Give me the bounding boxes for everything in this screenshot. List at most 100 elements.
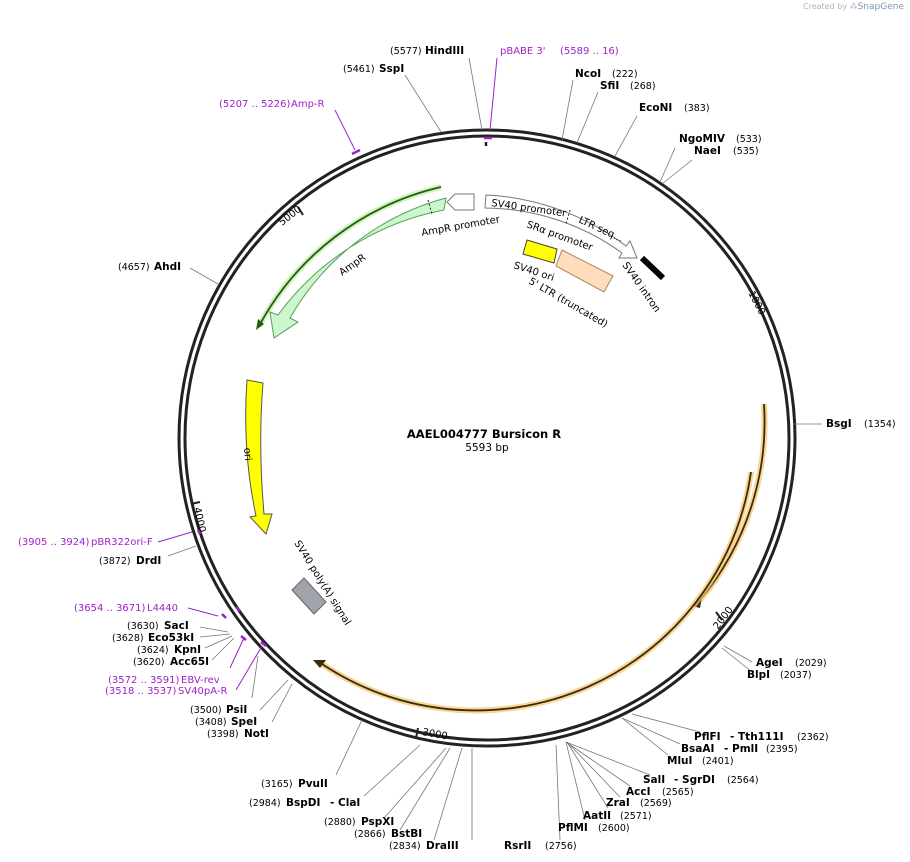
ticks: 1000 2000 3000 4000 5000 <box>190 204 767 742</box>
enzyme-pos: (383) <box>684 103 710 114</box>
primer-pos: (3572 .. 3591) <box>108 675 180 686</box>
plasmid-name: AAEL004777 Bursicon R <box>407 427 561 441</box>
ampr-promoter-label: AmpR promoter <box>421 214 502 239</box>
enzyme-pos: (2029) <box>795 658 827 669</box>
enzyme-pos: (2571) <box>620 811 652 822</box>
ltr-truncated-feature <box>555 249 614 293</box>
enzyme-pos: (1354) <box>864 419 896 430</box>
enzyme-name: BspDI <box>286 797 320 809</box>
enzyme-name: NcoI <box>575 68 601 80</box>
ori-feature <box>245 379 273 535</box>
sv40-polya-feature <box>291 577 327 615</box>
primer-pos: (5589 .. 16) <box>560 46 619 57</box>
enzyme-name: Eco53kI <box>148 632 194 644</box>
backbone-inner <box>183 134 791 742</box>
enzyme-pos: (3872) <box>99 556 131 567</box>
primer-pos: (3905 .. 3924) <box>18 537 90 548</box>
enzyme-pos: (3624) <box>137 645 169 656</box>
plasmid-length: 5593 bp <box>465 442 509 454</box>
enzyme-pos: (2600) <box>598 823 630 834</box>
ampr-label: AmpR <box>337 252 368 278</box>
primer-leaders <box>157 57 498 691</box>
enzyme-pos: (5577) <box>390 46 422 57</box>
enzyme-name: KpnI <box>174 644 201 656</box>
primer-pos: (3518 .. 3537) <box>105 686 177 697</box>
enzyme-name: SspI <box>379 63 404 75</box>
backbone-outer <box>177 128 797 748</box>
enzyme-name: BsgI <box>826 418 852 430</box>
primer-name: pBABE 3' <box>500 46 546 57</box>
primer-name: SV40pA-R <box>178 686 227 697</box>
enzyme-pos: (222) <box>612 69 638 80</box>
enzyme-name: Acc65I <box>170 656 209 668</box>
enzyme-name: PflFI <box>694 731 721 743</box>
insert-arcs <box>313 403 768 714</box>
enzyme-pos: (3620) <box>133 657 165 668</box>
enzyme-alt-name: - Tth111I <box>730 731 784 743</box>
primer-name: Amp-R <box>291 99 325 110</box>
enzyme-name: NgoMIV <box>679 133 726 145</box>
primer-labels: pBABE 3' (5589 .. 16) (5207 .. 5226) Amp… <box>18 46 619 697</box>
enzyme-pos: (2362) <box>797 732 829 743</box>
enzyme-name: PvuII <box>298 778 328 790</box>
enzyme-name: EcoNI <box>639 102 672 114</box>
enzyme-pos: (3630) <box>127 621 159 632</box>
enzyme-name: BlpI <box>747 669 770 681</box>
enzyme-leaders <box>167 57 822 841</box>
snapgene-watermark: Created by ⁂SnapGene <box>803 2 904 12</box>
enzyme-pos: (2395) <box>766 744 798 755</box>
enzyme-name: SfiI <box>600 80 619 92</box>
enzyme-pos: (268) <box>630 81 656 92</box>
enzyme-name: BstBI <box>391 828 422 840</box>
enzyme-pos: (2984) <box>249 798 281 809</box>
enzyme-name: AccI <box>626 786 650 798</box>
enzyme-alt-name: - ClaI <box>330 797 360 809</box>
enzyme-pos: (533) <box>736 134 762 145</box>
enzyme-alt-name: - PmlI <box>724 743 758 755</box>
enzyme-name: NotI <box>244 728 269 740</box>
enzyme-name: NaeI <box>694 145 721 157</box>
sv40-ori-feature <box>522 239 558 264</box>
enzyme-labels: (5577) HindIII (5461) SspI NcoI (222) Sf… <box>99 45 896 852</box>
snapgene-logo-icon: ⁂ <box>849 2 858 11</box>
enzyme-name: AatII <box>583 810 611 822</box>
primer-pos: (5207 .. 5226) <box>219 99 291 110</box>
tick-3000: 3000 <box>421 727 448 742</box>
enzyme-name: PsiI <box>226 704 247 716</box>
primer-name: EBV-rev <box>181 675 220 686</box>
enzyme-pos: (5461) <box>343 64 375 75</box>
enzyme-pos: (2401) <box>702 756 734 767</box>
enzyme-pos: (2569) <box>640 798 672 809</box>
enzyme-name: ZraI <box>606 797 630 809</box>
enzyme-pos: (2880) <box>324 817 356 828</box>
tick-4000: 4000 <box>191 506 207 533</box>
enzyme-name: AhdI <box>154 261 181 273</box>
enzyme-pos: (3408) <box>195 717 227 728</box>
enzyme-pos: (2037) <box>780 670 812 681</box>
ori-label: ori <box>241 447 253 461</box>
enzyme-pos: (2564) <box>727 775 759 786</box>
enzyme-name: PflMI <box>558 822 588 834</box>
enzyme-pos: (2834) <box>389 841 421 852</box>
enzyme-pos: (2565) <box>662 787 694 798</box>
primer-name: L4440 <box>147 603 178 614</box>
sv40-intron-feature <box>639 255 666 281</box>
primer-name: pBR322ori-F <box>91 537 153 548</box>
enzyme-name: BsaAI <box>681 743 714 755</box>
enzyme-name: DrdI <box>136 555 161 567</box>
enzyme-name: SalI <box>643 774 665 786</box>
enzyme-name: HindIII <box>425 45 464 57</box>
enzyme-alt-name: - SgrDI <box>674 774 715 786</box>
enzyme-pos: (3398) <box>207 729 239 740</box>
enzyme-pos: (2756) <box>545 841 577 852</box>
primer-pos: (3654 .. 3671) <box>74 603 146 614</box>
sv40-promoter-feature <box>484 194 638 259</box>
enzyme-pos: (3165) <box>261 779 293 790</box>
enzyme-pos: (4657) <box>118 262 150 273</box>
enzyme-name: PspXI <box>361 816 394 828</box>
enzyme-name: SacI <box>164 620 189 632</box>
enzyme-pos: (2866) <box>354 829 386 840</box>
enzyme-name: DraIII <box>426 840 459 852</box>
enzyme-name: SpeI <box>231 716 257 728</box>
